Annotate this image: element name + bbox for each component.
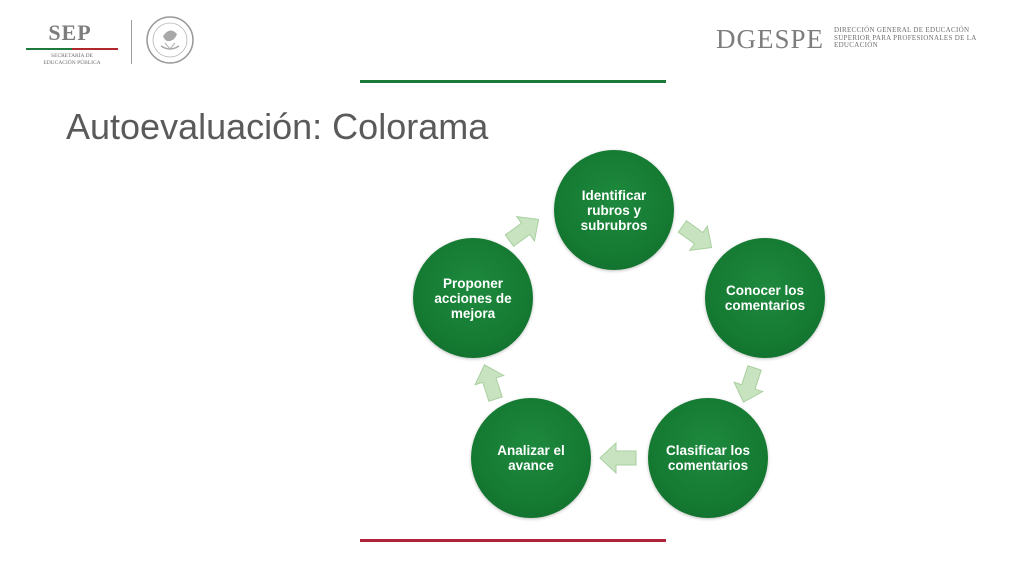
cycle-step-clasificar: Clasificar los comentarios (648, 398, 768, 518)
sep-logo-subtitle: SECRETARÍA DE EDUCACIÓN PÚBLICA (26, 53, 118, 67)
cycle-step-label: Clasificar los comentarios (665, 443, 751, 473)
right-arrow-icon (733, 365, 764, 403)
dgespe-logo-name: DGESPE (716, 24, 825, 54)
cycle-step-identificar: Identificar rubros y subrubros (554, 150, 674, 270)
sep-subtitle-line2: EDUCACIÓN PÚBLICA (43, 60, 101, 66)
bottom-rule (360, 539, 666, 542)
top-rule (360, 80, 666, 83)
cycle-step-label: Analizar el avance (497, 443, 565, 473)
right-arrow-icon (474, 364, 505, 402)
cycle-step-proponer: Proponer acciones de mejora (413, 238, 533, 358)
cycle-step-label: Proponer acciones de mejora (434, 275, 512, 321)
cycle-step-conocer: Conocer los comentarios (705, 238, 825, 358)
dgespe-desc-line3: EDUCACIÓN (834, 41, 878, 49)
sep-logo-name: SEP (48, 20, 92, 45)
slide-title: Autoevaluación: Colorama (66, 106, 489, 147)
header-divider (131, 20, 132, 64)
sep-logo-stripe (26, 48, 118, 50)
dgespe-desc-line1: DIRECCIÓN GENERAL DE EDUCACIÓN (834, 26, 970, 34)
cycle-step-analizar: Analizar el avance (471, 398, 591, 518)
sep-subtitle-line1: SECRETARÍA DE (51, 53, 93, 59)
cycle-step-label: Conocer los comentarios (724, 283, 806, 313)
dgespe-logo-description: DIRECCIÓN GENERAL DE EDUCACIÓN SUPERIOR … (834, 26, 984, 50)
right-arrow-icon (504, 216, 540, 247)
seal-icon (146, 16, 194, 64)
cycle-step-label: Identificar rubros y subrubros (580, 187, 648, 233)
right-arrow-icon (677, 220, 713, 251)
right-arrow-icon (599, 441, 637, 475)
dgespe-desc-line2: SUPERIOR PARA PROFESIONALES DE LA (834, 33, 977, 42)
